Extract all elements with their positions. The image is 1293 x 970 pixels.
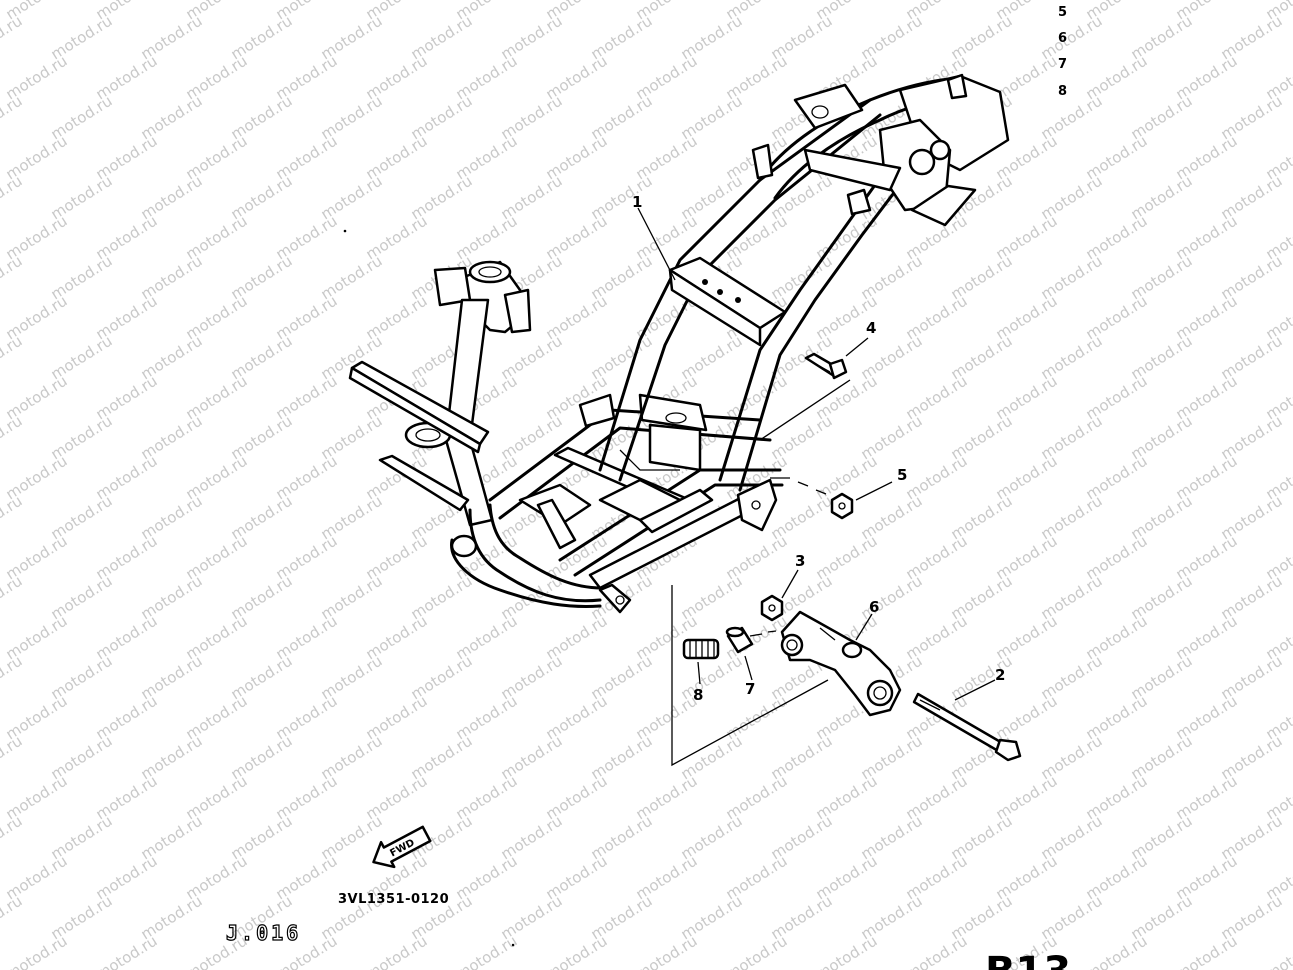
part-5-nut [830,492,854,520]
watermark-text: motod.ru [0,12,25,64]
watermark-text: motod.ru [363,932,431,970]
callout-8: 8 [693,686,703,704]
part-7-collar [725,626,754,654]
index-number-5: 5 [1058,5,1067,20]
watermark-text: motod.ru [0,252,25,304]
leader-line-2 [954,679,996,701]
leader-line-7 [744,655,753,681]
watermark-text: motod.ru [1263,932,1293,970]
callout-4: 4 [866,319,876,337]
watermark-text: motod.ru [723,932,791,970]
watermark-text: motod.ru [0,812,25,864]
watermark-text: motod.ru [633,932,701,970]
watermark-text: motod.ru [453,932,521,970]
watermark-text: motod.ru [0,572,25,624]
scooter-frame [348,73,1010,614]
group-bracket-line [671,585,829,767]
part-number: 3VL1351-0120 [338,892,449,907]
part-3-nut [760,594,784,622]
watermark-text: motod.ru [813,932,881,970]
part-8-spring [682,638,720,660]
watermark-text: motod.ru [0,652,25,704]
watermark-text: motod.ru [0,412,25,464]
watermark-text: motod.ru [903,932,971,970]
leader-line-8 [697,661,701,685]
index-number-6: 6 [1058,31,1067,46]
part-2-bolt [912,692,1022,762]
watermark-text: motod.ru [0,892,25,944]
part-6-bracket [780,610,902,717]
watermark-text: motod.ru [0,732,25,784]
leader-line-7-dash [749,630,777,637]
speck [343,229,347,233]
watermark-text: motod.ru [0,92,25,144]
leader-line-3 [781,569,799,599]
page-id: B13 [985,949,1071,970]
index-number-8: 8 [1058,84,1067,99]
leader-line-6 [855,613,873,641]
watermark-text: motod.ru [1083,932,1151,970]
watermark-text: motod.ru [543,932,611,970]
callout-2: 2 [995,666,1005,684]
figure-stamp: J.016 [226,921,301,945]
part-4-bolt [804,352,848,380]
watermark-text: motod.ru [3,932,71,970]
watermark-text: motod.ru [0,172,25,224]
index-number-7: 7 [1058,57,1067,72]
callout-6: 6 [869,598,879,616]
callout-7: 7 [745,680,755,698]
watermark-text: motod.ru [93,932,161,970]
callout-5: 5 [897,466,907,484]
leader-line-4b [845,337,869,357]
callout-1: 1 [632,193,642,211]
leader-line-5-dash [770,477,827,495]
leader-line-1 [637,207,676,281]
watermark-text: motod.ru [0,492,25,544]
callout-3: 3 [795,552,805,570]
leader-line-5 [855,481,893,501]
watermark-text: motod.ru [0,332,25,384]
leader-line-4 [759,379,851,441]
speck [511,943,515,947]
watermark-text: motod.ru [1173,932,1241,970]
